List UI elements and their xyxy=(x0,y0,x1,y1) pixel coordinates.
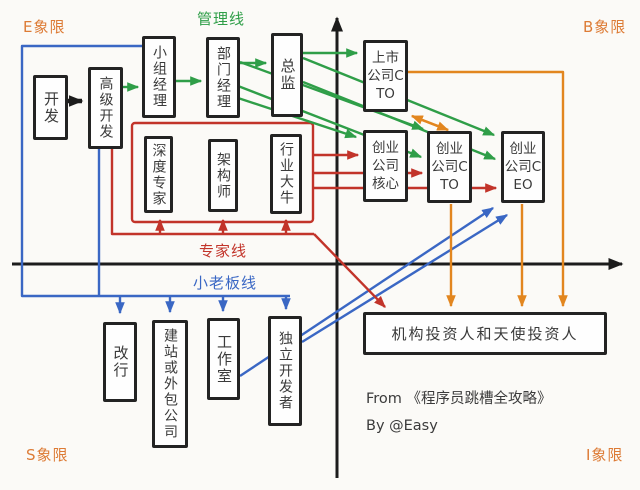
node-dept-manager: 部门经理 xyxy=(206,37,240,118)
management-line-label: 管理线 xyxy=(197,10,246,28)
expert-line-path xyxy=(110,149,314,236)
node-director: 总监 xyxy=(271,33,303,117)
edge-listedcto-to-investors xyxy=(408,70,568,308)
node-industry-expert: 行业大牛 xyxy=(270,134,302,214)
edge-deptmanager-to-startupcto-top xyxy=(239,60,425,131)
node-deep-expert: 深度专家 xyxy=(144,136,173,213)
smallboss-line-label: 小老板线 xyxy=(193,274,258,292)
edge-indie-to-startupceo xyxy=(301,213,509,344)
quadrant-label-s: S象限 xyxy=(26,446,69,464)
node-startup-core: 创业公司核心 xyxy=(363,130,408,202)
node-studio: 工作室 xyxy=(207,318,240,400)
node-startup-cto: 创业公司CTO xyxy=(427,131,472,203)
node-investors: 机构投资人和天使投资人 xyxy=(363,312,607,355)
node-outsourcing-company: 建站或外包公司 xyxy=(152,320,188,448)
quadrant-label-b: B象限 xyxy=(583,18,627,36)
expert-line-label: 专家线 xyxy=(199,242,248,260)
edge-listedcto-startupcto-bidir-b xyxy=(410,114,449,132)
quadrant-label-i: I象限 xyxy=(586,446,624,464)
node-team-manager: 小组经理 xyxy=(142,36,176,118)
edge-teammanager-to-startupcore xyxy=(237,96,358,139)
node-architect: 架构师 xyxy=(208,139,238,212)
edge-expertline-to-investors xyxy=(313,233,386,308)
node-startup-ceo: 创业公司CEO xyxy=(501,131,545,203)
node-career-change: 改行 xyxy=(103,322,137,402)
node-indie-developer: 独立开发者 xyxy=(268,316,302,426)
smallboss-main-path xyxy=(20,44,290,298)
source-credit: From 《程序员跳槽全攻略》 xyxy=(366,391,552,407)
author-credit: By @Easy xyxy=(366,418,438,434)
quadrant-label-e: E象限 xyxy=(23,18,66,36)
node-dev: 开发 xyxy=(33,75,68,140)
node-listed-company-cto: 上市公司CTO xyxy=(363,40,408,112)
node-senior-dev: 高级开发 xyxy=(88,67,123,149)
